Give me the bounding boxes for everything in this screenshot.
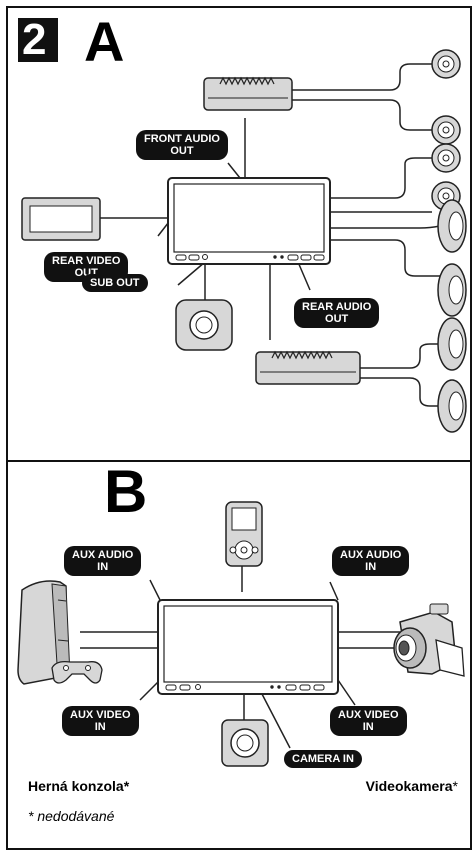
speaker-1 [437, 199, 467, 253]
rear-camera [221, 719, 269, 767]
caption-camcorder-text: Videokamera [365, 778, 453, 794]
label-aux-audio-in-right: AUX AUDIO IN [332, 546, 410, 576]
panel-a-wires [100, 63, 441, 407]
footnote: * nedodávané [28, 808, 115, 824]
rear-amplifier [255, 350, 361, 385]
speaker-2 [437, 263, 467, 317]
speaker-4 [437, 379, 467, 433]
speaker-3 [437, 317, 467, 371]
front-amplifier [203, 76, 293, 111]
tweeter-1 [431, 49, 461, 79]
label-camera-in: CAMERA IN [284, 750, 362, 768]
step-number: 2 [22, 15, 47, 64]
label-rear-audio-out: REAR AUDIO OUT [294, 298, 380, 328]
head-unit-a [167, 177, 331, 265]
panel-b-letter: B [104, 458, 148, 525]
label-aux-video-in-right: AUX VIDEO IN [330, 706, 407, 736]
head-unit-b [157, 599, 339, 695]
step-number-badge [18, 18, 58, 62]
panel-a-letter: A [84, 10, 125, 73]
caption-camcorder-mark: * [452, 778, 458, 794]
camcorder [393, 603, 465, 677]
label-front-audio-out: FRONT AUDIO OUT [136, 130, 228, 160]
caption-camcorder: Videokamera* [366, 778, 458, 794]
tweeter-3 [431, 143, 461, 173]
media-player [225, 501, 263, 567]
label-aux-audio-in-left: AUX AUDIO IN [64, 546, 142, 576]
label-sub-out: SUB OUT [82, 274, 148, 292]
caption-game-console: Herná konzola* [28, 778, 130, 794]
game-controller [51, 660, 103, 684]
panel-b-wires [80, 566, 400, 749]
rear-monitor [21, 197, 101, 241]
subwoofer [175, 299, 233, 351]
tweeter-2 [431, 115, 461, 145]
label-aux-video-in-left: AUX VIDEO IN [62, 706, 139, 736]
